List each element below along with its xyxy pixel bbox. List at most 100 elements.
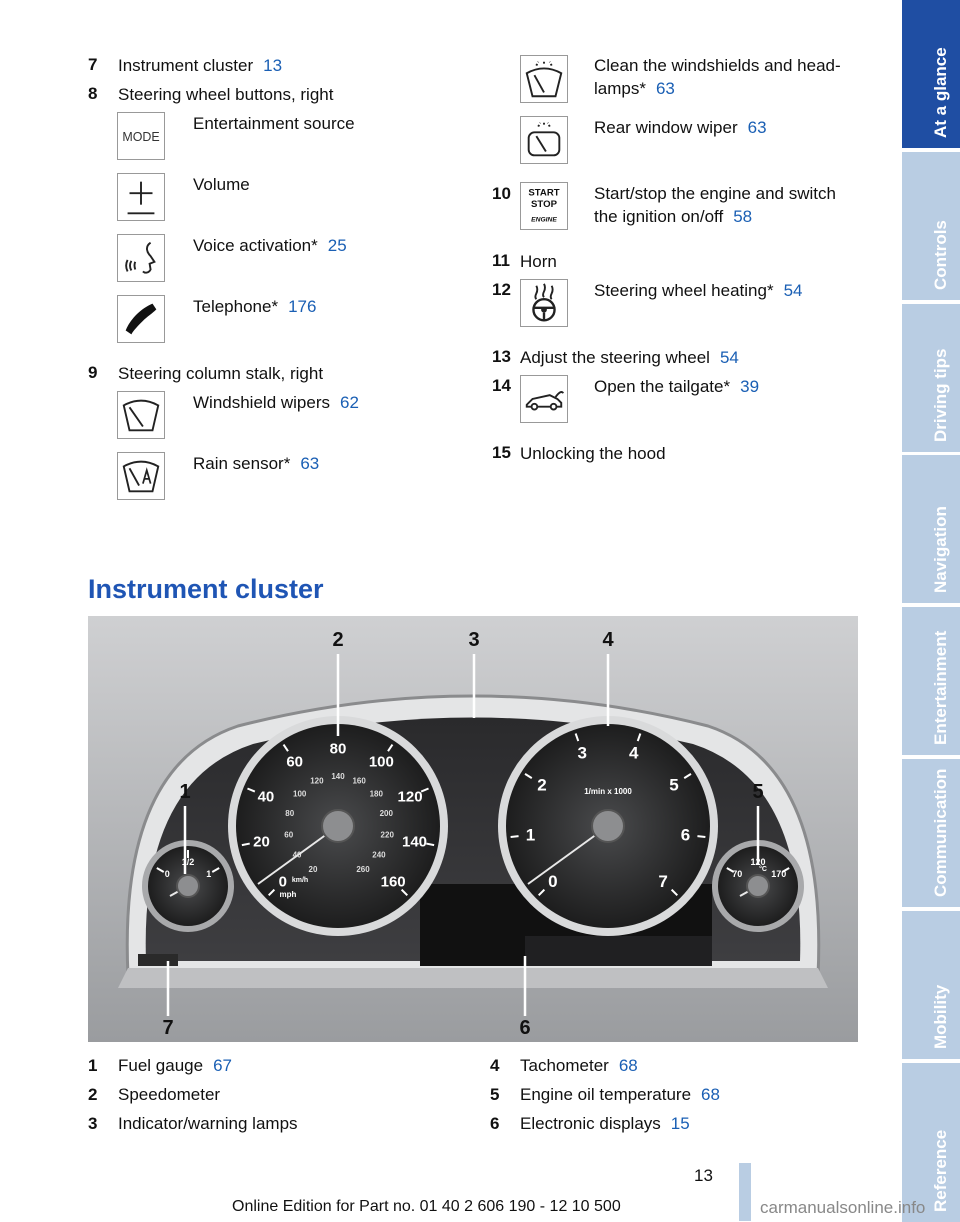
tach-unit: 1/min x 1000 [584, 787, 632, 796]
side-tab-at-a-glance[interactable]: At a glance [902, 0, 960, 148]
side-tab-mobility[interactable]: Mobility [902, 911, 960, 1059]
telephone-page-link[interactable]: 176 [288, 297, 317, 316]
speed-inner-label: 220 [381, 830, 395, 839]
section-heading: Instrument cluster [88, 574, 324, 604]
tach-label: 7 [658, 872, 667, 891]
side-tab-label: Mobility [931, 984, 950, 1049]
fuel-label-tick [211, 867, 220, 873]
oil-temp-gauge: 70120170°C [712, 840, 804, 932]
fuel-gauge: 01/21 [142, 840, 234, 932]
tach-label-tick [697, 835, 706, 838]
rain-sensor-page-link[interactable]: 63 [300, 454, 320, 473]
callout-3: 3 [468, 629, 479, 651]
speed-label: 120 [398, 788, 423, 805]
side-tab-label: Driving tips [931, 348, 950, 442]
rear-window-wiper-page-link[interactable]: 63 [747, 118, 767, 137]
tach-label: 5 [669, 775, 678, 794]
legend-label: Indicator/warning lamps [118, 1114, 298, 1133]
tach-label-tick [670, 888, 679, 897]
legend-number: 5 [490, 1085, 500, 1104]
speed-inner-label: 160 [352, 776, 366, 785]
unlocking-hood-label: Unlocking the hood [520, 444, 666, 463]
speed-inner-label: 180 [370, 790, 384, 799]
item-9-label: Steering column stalk, right [118, 364, 324, 383]
item-10-number: 10 [492, 184, 511, 203]
rain-sensor: Rain sensor*63 [193, 452, 319, 475]
side-tab-navigation[interactable]: Navigation [902, 455, 960, 603]
oil-label-tick [781, 867, 790, 873]
speed-label-tick [267, 888, 276, 897]
oil-unit: °C [759, 865, 767, 873]
clean-windshields-page-link[interactable]: 63 [655, 79, 675, 98]
voice-activation-icon [117, 234, 165, 282]
instrument-cluster-illustration: 01/21 0204060801001201401602040608010012… [88, 616, 858, 1042]
start-stop-label-cont: the ignition on/off [594, 207, 724, 226]
svg-text:START: START [528, 187, 559, 198]
legend-page-link[interactable]: 68 [618, 1056, 638, 1075]
side-tab-communication[interactable]: Communication [902, 759, 960, 907]
adjust-steering-wheel-label: Adjust the steering wheel [520, 348, 710, 367]
open-tailgate-page-link[interactable]: 39 [740, 377, 760, 396]
washer-icon [520, 55, 568, 103]
fuel-label: 1/2 [182, 857, 195, 867]
legend-number: 2 [88, 1085, 98, 1104]
steering-heating-icon [520, 279, 568, 327]
tach-label-tick [574, 733, 580, 742]
speed-label-tick [426, 842, 435, 847]
speed-inner-label: 200 [380, 809, 394, 818]
windshield-wipers-label: Windshield wipers [193, 393, 330, 412]
tach-label-tick [510, 835, 519, 838]
legend-label: Speedometer [118, 1085, 221, 1104]
item-7-page-link[interactable]: 13 [263, 56, 283, 75]
side-tab-entertainment[interactable]: Entertainment [902, 607, 960, 755]
side-tab-controls[interactable]: Controls [902, 152, 960, 300]
side-tab-driving-tips[interactable]: Driving tips [902, 304, 960, 452]
speed-inner-label: 60 [284, 830, 293, 839]
clean-windshields: Clean the windshields and head-lamps*63 [594, 54, 841, 100]
side-tab-label: At a glance [931, 47, 950, 138]
tach-label-tick [524, 773, 533, 779]
clean-windshields-label-cont: lamps* [594, 79, 646, 98]
side-tab-label: Entertainment [931, 630, 950, 745]
speed-label-tick [420, 787, 429, 793]
tach-label: 4 [629, 743, 639, 762]
telephone-label: Telephone* [193, 297, 279, 316]
voice-activation-page-link[interactable]: 25 [327, 236, 347, 255]
speed-label-tick [247, 787, 256, 793]
volume-label: Volume [193, 175, 250, 194]
start-stop-page-link[interactable]: 58 [733, 207, 753, 226]
legend-page-link[interactable]: 15 [670, 1114, 690, 1133]
item-14-number: 14 [492, 376, 511, 395]
voice-activation: Voice activation*25 [193, 234, 347, 257]
speedometer: 0204060801001201401602040608010012014016… [228, 716, 448, 936]
fuel-label: 0 [165, 869, 170, 879]
speed-inner-label: 260 [356, 865, 370, 874]
oil-label: 70 [732, 869, 742, 879]
speed-inner-label: 100 [293, 790, 307, 799]
item-12-number: 12 [492, 280, 511, 299]
entertainment-source-label: Entertainment source [193, 114, 355, 133]
svg-text:MODE: MODE [122, 130, 159, 144]
adjust-steering-wheel-page-link[interactable]: 54 [719, 348, 739, 367]
item-7-number: 7 [88, 55, 98, 74]
legend-page-link[interactable]: 68 [701, 1085, 720, 1104]
speed-label: 60 [286, 753, 303, 770]
steering-wheel-heating-page-link[interactable]: 54 [783, 281, 803, 300]
page-number: 13 [694, 1166, 713, 1185]
oil-label-tick [726, 867, 735, 873]
horn-label: Horn [520, 252, 557, 271]
speed-label: 100 [369, 753, 394, 770]
side-tab-reference[interactable]: Reference [902, 1063, 960, 1222]
windshield-wipers-page-link[interactable]: 62 [340, 393, 359, 412]
tach-label-tick [636, 733, 642, 742]
item-8-label: Steering wheel buttons, right [118, 85, 334, 104]
telephone: Telephone* 176 [193, 295, 316, 318]
speed-label: 20 [253, 833, 270, 850]
speed-unit: mph [280, 890, 297, 899]
speed-inner-label: 140 [331, 772, 345, 781]
legend-page-link[interactable]: 67 [213, 1056, 232, 1075]
side-tab-label: Reference [931, 1129, 950, 1212]
